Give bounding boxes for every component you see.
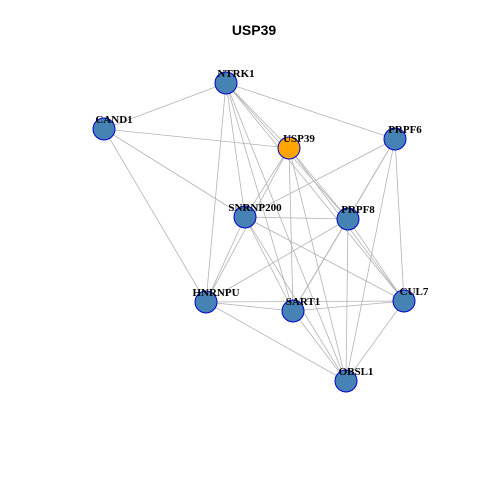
node-label-usp39: USP39	[283, 133, 315, 145]
edge-cand1-hnrnpu	[103, 128, 207, 303]
edge-usp39-snrnp200	[244, 147, 290, 218]
edge-cul7-obsl1	[345, 300, 405, 382]
edge-hnrnpu-cul7	[205, 300, 405, 303]
edge-snrnp200-hnrnpu	[205, 216, 246, 303]
edge-cand1-snrnp200	[103, 128, 246, 218]
node-label-hnrnpu: HNRNPU	[192, 287, 239, 299]
edge-prpf8-sart1	[292, 218, 349, 312]
node-sart1	[281, 299, 305, 323]
edge-prpf6-obsl1	[345, 138, 396, 382]
edge-prpf8-obsl1	[345, 218, 349, 382]
edge-prpf6-cul7	[394, 138, 405, 302]
node-snrnp200	[233, 205, 257, 229]
edge-ntrk1-sart1	[225, 82, 294, 312]
edge-ntrk1-snrnp200	[225, 82, 246, 218]
edge-ntrk1-hnrnpu	[205, 82, 227, 303]
edge-ntrk1-cul7	[225, 82, 405, 302]
edge-cand1-usp39	[103, 128, 290, 149]
edge-snrnp200-sart1	[244, 216, 294, 312]
node-label-sart1: SART1	[286, 296, 320, 308]
node-cul7	[392, 289, 416, 313]
edge-usp39-prpf8	[288, 147, 349, 220]
node-label-prpf8: PRPF8	[341, 204, 375, 216]
edge-prpf8-cul7	[347, 218, 405, 302]
node-prpf6	[383, 127, 407, 151]
edge-ntrk1-prpf6	[225, 82, 396, 140]
node-label-prpf6: PRPF6	[388, 124, 422, 136]
edge-usp39-sart1	[288, 147, 294, 312]
node-ntrk1	[214, 71, 238, 95]
edge-ntrk1-obsl1	[225, 82, 347, 382]
edge-ntrk1-cand1	[103, 82, 227, 130]
node-label-obsl1: OBSL1	[339, 366, 374, 378]
edge-prpf6-snrnp200	[244, 138, 396, 218]
node-obsl1	[334, 369, 358, 393]
edge-hnrnpu-sart1	[205, 301, 294, 312]
edge-ntrk1-usp39	[225, 82, 290, 149]
edge-hnrnpu-obsl1	[205, 301, 347, 382]
node-prpf8	[336, 207, 360, 231]
node-hnrnpu	[194, 290, 218, 314]
edge-prpf8-hnrnpu	[205, 218, 349, 303]
graph-title: USP39	[232, 22, 277, 38]
node-label-cand1: CAND1	[95, 114, 132, 126]
node-label-ntrk1: NTRK1	[217, 68, 254, 80]
node-label-cul7: CUL7	[400, 286, 429, 298]
edge-usp39-obsl1	[288, 147, 347, 382]
edge-sart1-cul7	[292, 300, 405, 312]
edge-sart1-obsl1	[292, 310, 347, 382]
edges-layer	[103, 82, 405, 382]
edge-snrnp200-prpf8	[244, 216, 349, 220]
node-usp39	[277, 136, 301, 160]
node-cand1	[92, 117, 116, 141]
edge-snrnp200-obsl1	[244, 216, 347, 382]
node-label-snrnp200: SNRNP200	[228, 202, 282, 214]
